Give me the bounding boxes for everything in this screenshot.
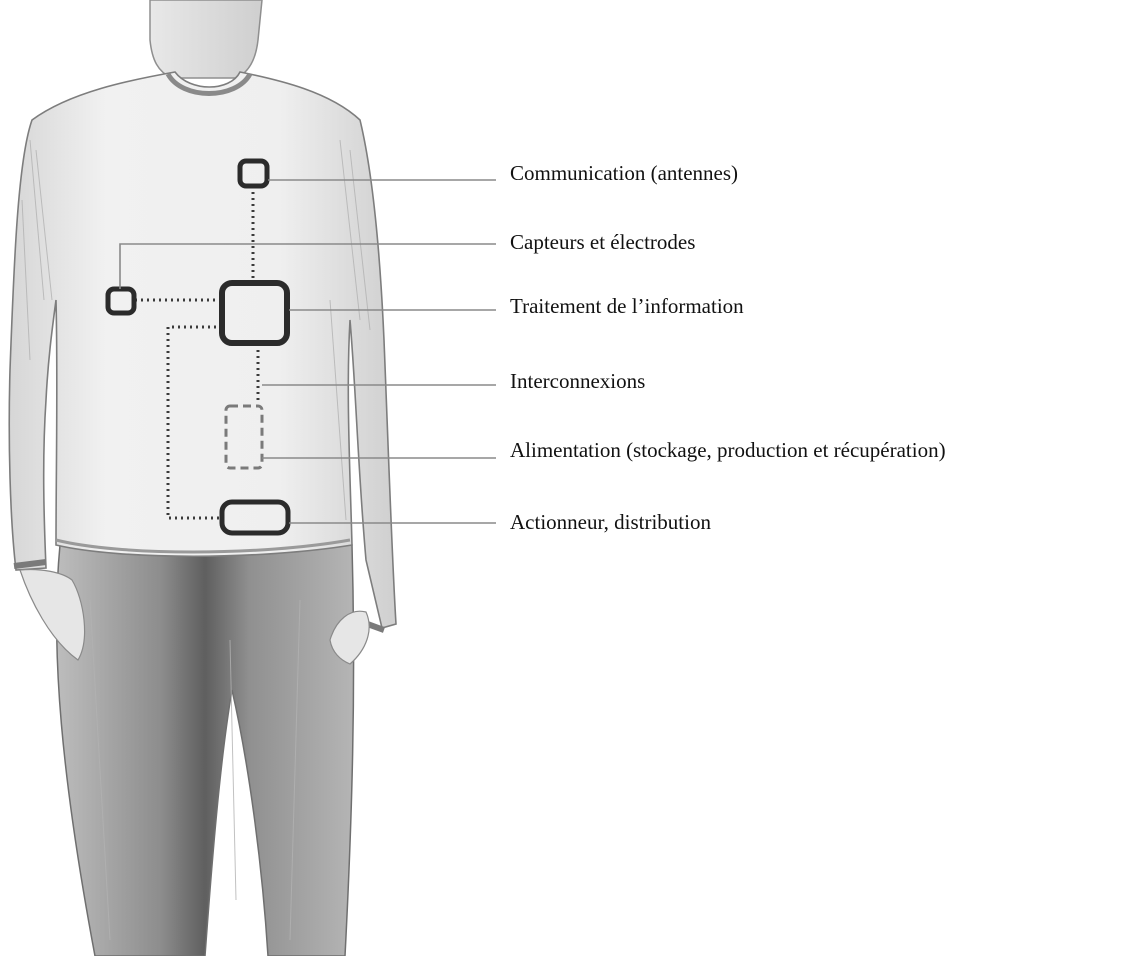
label-alimentation: Alimentation (stockage, production et ré…	[510, 438, 946, 462]
left-cuff	[14, 562, 46, 566]
shirt	[9, 72, 396, 628]
label-interconnexions: Interconnexions	[510, 369, 645, 393]
neck	[150, 0, 262, 78]
label-communication: Communication (antennes)	[510, 161, 738, 185]
label-actionneur: Actionneur, distribution	[510, 510, 711, 534]
label-capteurs: Capteurs et électrodes	[510, 230, 695, 254]
label-traitement: Traitement de l’information	[510, 294, 744, 318]
pants	[57, 545, 354, 956]
person-sketch	[9, 0, 396, 956]
